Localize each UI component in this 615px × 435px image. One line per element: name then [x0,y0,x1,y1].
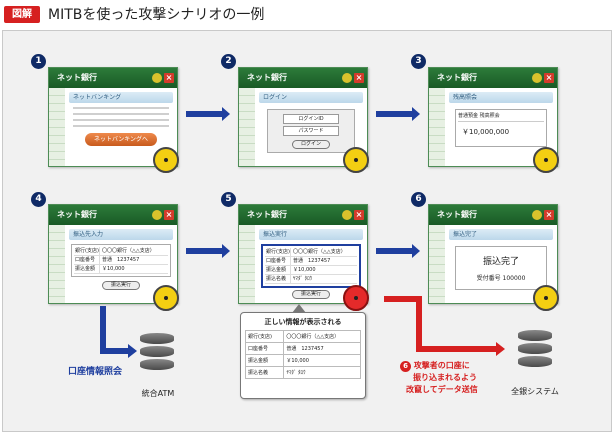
minimize-icon [532,73,542,83]
step-badge-6: 6 [411,192,426,207]
window-sidebar [239,225,255,303]
close-icon: × [164,210,174,220]
callout-pointer [292,304,306,313]
table-row: 振込名義ﾔﾏﾀﾞ ﾀﾛｳ [265,275,357,284]
tamper-arrow-bottom [416,346,496,352]
window-title: ネット銀行 [247,73,287,82]
window-sidebar [239,88,255,166]
window-sidebar [429,88,445,166]
close-icon: × [354,210,364,220]
transfer-execute-button: 振込実行 [102,281,140,290]
minimize-icon [152,73,162,83]
step-badge-4: 4 [31,192,46,207]
transfer-complete-text: 振込完了 [482,257,519,267]
receipt-number: 受付番号 100000 [476,275,526,282]
query-arrow-head [128,344,137,358]
minimize-icon [152,210,162,220]
table-row: 銀行(支店)〇〇〇銀行（△△支店） [74,247,168,256]
table-row: 口座番号普通 1237457 [74,256,168,265]
page-heading: 振込先入力 [69,229,173,240]
minimize-icon [532,210,542,220]
tamper-arrow-head [496,342,505,356]
header: 図解 MITBを使った攻撃シナリオの一例 [4,4,404,26]
atm-database-icon [140,333,174,373]
password-field: パスワード [283,126,339,136]
table-row: 銀行(支店)〇〇〇銀行（△△支店） [265,248,357,257]
table-row: 振込金額￥10,000 [244,354,361,367]
browser-window-1: ネット銀行 × ネットバンキング ネットバンキングへ [48,67,178,167]
callout-title: 正しい情報が表示される [264,318,342,326]
window-sidebar [49,88,65,166]
flow-arrow-2-3 [376,107,420,121]
window-sidebar [429,225,445,303]
figure-tag: 図解 [4,6,40,23]
table-row: 振込金額￥10,000 [265,266,357,275]
malware-hazard-icon [153,285,179,311]
balance-header: 普通預金 残高照会 [458,112,544,122]
page-heading: ネットバンキング [69,92,173,103]
page-heading: ログイン [259,92,363,103]
login-button: ログイン [292,140,330,149]
login-id-field: ログインID [283,114,339,124]
table-row: 口座番号普通 1237457 [265,257,357,266]
page-heading: 残高照会 [449,92,553,103]
flow-arrow-1-2 [186,107,230,121]
table-row: 振込名義ﾔﾏﾀﾞ ﾀﾛｳ [244,366,361,379]
flow-arrow-5-6 [376,244,420,258]
minimize-icon [342,73,352,83]
table-row: 口座番号普通 1237457 [244,342,361,355]
step-badge-3: 3 [411,54,426,69]
callout-table: 銀行(支店)〇〇〇銀行（△△支店） 口座番号普通 1237457 振込金額￥10… [244,330,361,379]
tamper-arrow-vertical [416,296,422,352]
query-arrow-right [100,348,128,354]
balance-amount: ￥10,000,000 [462,128,510,136]
close-icon: × [544,73,554,83]
core-system-label: 全銀システム [511,387,559,396]
core-system-database-icon [518,330,552,370]
netbanking-button: ネットバンキングへ [85,133,157,146]
malware-hazard-icon [343,147,369,173]
step-badge-5: 5 [221,192,236,207]
window-title: ネット銀行 [57,210,97,219]
window-title: ネット銀行 [437,210,477,219]
tamper-note: 6 攻撃者の口座に 振り込まれるよう 改竄してデータ送信 [400,360,478,396]
window-sidebar [49,225,65,303]
minimize-icon [342,210,352,220]
malware-hazard-icon [533,285,559,311]
transfer-execute-button: 振込実行 [292,290,330,299]
account-query-label: 口座情報照会 [68,367,123,377]
step-badge-1: 1 [31,54,46,69]
page-heading: 振込完了 [449,229,553,240]
close-icon: × [164,73,174,83]
tamper-arrow-horizontal [384,296,422,302]
query-arrow-down [100,306,106,354]
correct-info-callout: 正しい情報が表示される 銀行(支店)〇〇〇銀行（△△支店） 口座番号普通 123… [240,312,366,399]
window-title: ネット銀行 [437,73,477,82]
step-badge-6-note: 6 [400,361,411,372]
table-row: 銀行(支店)〇〇〇銀行（△△支店） [244,330,361,343]
table-row: 振込金額￥10,000 [74,265,168,274]
close-icon: × [544,210,554,220]
malware-hazard-icon [533,147,559,173]
close-icon: × [354,73,364,83]
window-title: ネット銀行 [247,210,287,219]
malware-hazard-icon [153,147,179,173]
atm-label: 統合ATM [141,389,175,398]
page-heading: 振込実行 [259,229,363,240]
malware-active-hazard-icon [343,285,369,311]
step-badge-2: 2 [221,54,236,69]
figure-title: MITBを使った攻撃シナリオの一例 [48,7,265,23]
flow-arrow-4-5 [186,244,230,258]
window-title: ネット銀行 [57,73,97,82]
